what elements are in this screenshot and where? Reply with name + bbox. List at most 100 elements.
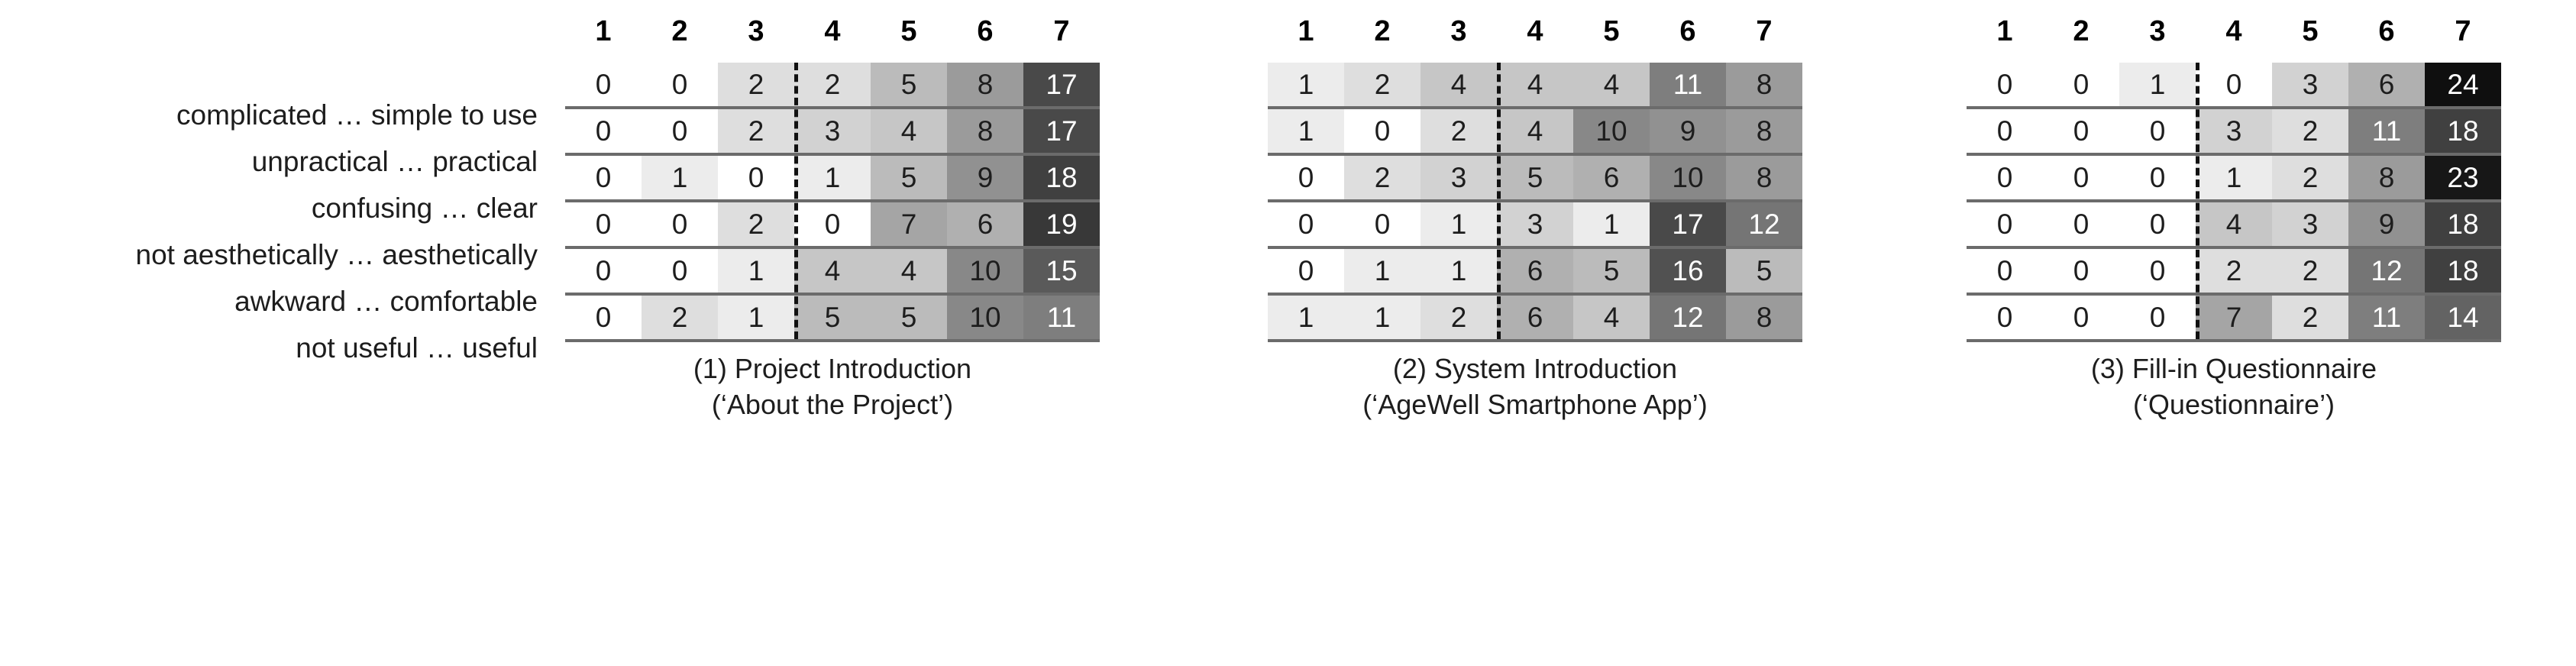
- heatmap-cell: 16: [1650, 249, 1726, 293]
- heatmap-cell: 11: [1023, 296, 1100, 339]
- heatmap-cell: 10: [947, 249, 1023, 293]
- heatmap-cell: 0: [2119, 156, 2196, 199]
- caption-line-1: (3) Fill-in Questionnaire: [2090, 353, 2377, 384]
- heatmap-cell: 0: [642, 63, 718, 106]
- heatmap-cell: 0: [1268, 156, 1344, 199]
- heatmap-cell: 1: [1573, 202, 1650, 246]
- heatmap-cell: 1: [1344, 249, 1421, 293]
- column-header: 5: [2302, 15, 2319, 47]
- heatmap-cell: 1: [1268, 63, 1344, 106]
- heatmap-cell: 8: [1726, 63, 1802, 106]
- heatmap-cell: 23: [2425, 156, 2501, 199]
- heatmap-cell: 2: [718, 202, 794, 246]
- heatmap-cell: 6: [947, 202, 1023, 246]
- heatmap-cell: 2: [642, 296, 718, 339]
- row-label: confusing … clear: [311, 192, 538, 224]
- heatmap-cell: 1: [718, 249, 794, 293]
- heatmap-cell: 5: [1573, 249, 1650, 293]
- heatmap-cell: 17: [1023, 63, 1100, 106]
- heatmap-cell: 1: [642, 156, 718, 199]
- column-header: 5: [1603, 15, 1620, 47]
- caption-line-1: (1) Project Introduction: [693, 353, 972, 384]
- block-caption: (2) System Introduction (‘AgeWell Smartp…: [1268, 351, 1802, 423]
- column-header: 7: [1053, 15, 1070, 47]
- row-label: unpractical … practical: [251, 146, 538, 177]
- heatmap-cell: 4: [794, 249, 871, 293]
- heatmap-cell: 1: [1421, 249, 1497, 293]
- column-header: 6: [1679, 15, 1696, 47]
- heatmap-cell: 0: [1344, 109, 1421, 153]
- heatmap-cell: 11: [2348, 109, 2425, 153]
- heatmap-cell: 6: [1497, 296, 1573, 339]
- heatmap-cell: 1: [2196, 156, 2272, 199]
- heatmap-cell: 10: [1650, 156, 1726, 199]
- heatmap-cell: 5: [794, 296, 871, 339]
- heatmap-cell: 4: [1573, 63, 1650, 106]
- heatmap-cell: 1: [1344, 296, 1421, 339]
- heatmap-cell: 3: [1497, 202, 1573, 246]
- heatmap-cell: 0: [718, 156, 794, 199]
- column-header: 3: [2149, 15, 2166, 47]
- heatmap-cell: 2: [794, 63, 871, 106]
- heatmap-cell: 8: [947, 109, 1023, 153]
- heatmap-cell: 4: [2196, 202, 2272, 246]
- heatmap-cell: 17: [1650, 202, 1726, 246]
- heatmap-cell: 0: [642, 249, 718, 293]
- column-header: 1: [1298, 15, 1314, 47]
- block-caption: (3) Fill-in Questionnaire (‘Questionnair…: [1967, 351, 2501, 423]
- column-header: 3: [1450, 15, 1467, 47]
- column-header: 2: [671, 15, 688, 47]
- heatmap-cell: 0: [565, 202, 642, 246]
- heatmap-cell: 2: [2272, 296, 2348, 339]
- column-header: 7: [2455, 15, 2471, 47]
- heatmap-cell: 0: [1967, 63, 2043, 106]
- block-caption: (1) Project Introduction (‘About the Pro…: [565, 351, 1100, 423]
- heatmap-cell: 0: [565, 296, 642, 339]
- column-header-row: 1 2 3 4 5 6 7: [1967, 0, 2501, 63]
- heatmap-cell: 0: [1344, 202, 1421, 246]
- heatmap-cell: 0: [794, 202, 871, 246]
- heatmap-cell: 5: [871, 296, 947, 339]
- heatmap-cell: 14: [2425, 296, 2501, 339]
- column-header: 4: [824, 15, 841, 47]
- heatmap-cell: 9: [2348, 202, 2425, 246]
- heatmap-cell: 17: [1023, 109, 1100, 153]
- heatmap-cell: 0: [2043, 249, 2119, 293]
- heatmap-cell: 0: [2043, 202, 2119, 246]
- column-header-row: 1 2 3 4 5 6 7: [1268, 0, 1802, 63]
- heatmap-cell: 1: [1268, 109, 1344, 153]
- heatmap-cell: 7: [871, 202, 947, 246]
- heatmap-cell: 4: [1421, 63, 1497, 106]
- heatmap-cell: 18: [2425, 202, 2501, 246]
- heatmap-cell: 0: [2043, 296, 2119, 339]
- heatmap-cell: 0: [565, 63, 642, 106]
- caption-line-1: (2) System Introduction: [1392, 353, 1678, 384]
- heatmap-cell: 4: [871, 249, 947, 293]
- heatmap-cell: 18: [2425, 109, 2501, 153]
- heatmap-cell: 9: [947, 156, 1023, 199]
- heatmap-cell: 5: [871, 63, 947, 106]
- column-header: 2: [2073, 15, 2090, 47]
- column-header: 6: [977, 15, 994, 47]
- heatmap-cell: 3: [2272, 202, 2348, 246]
- caption-line-2: (‘Questionnaire’): [2132, 388, 2335, 420]
- row-label: not useful … useful: [296, 332, 538, 364]
- heatmap-cell: 7: [2196, 296, 2272, 339]
- heatmap-cell: 2: [2272, 156, 2348, 199]
- heatmap-cell: 8: [1726, 109, 1802, 153]
